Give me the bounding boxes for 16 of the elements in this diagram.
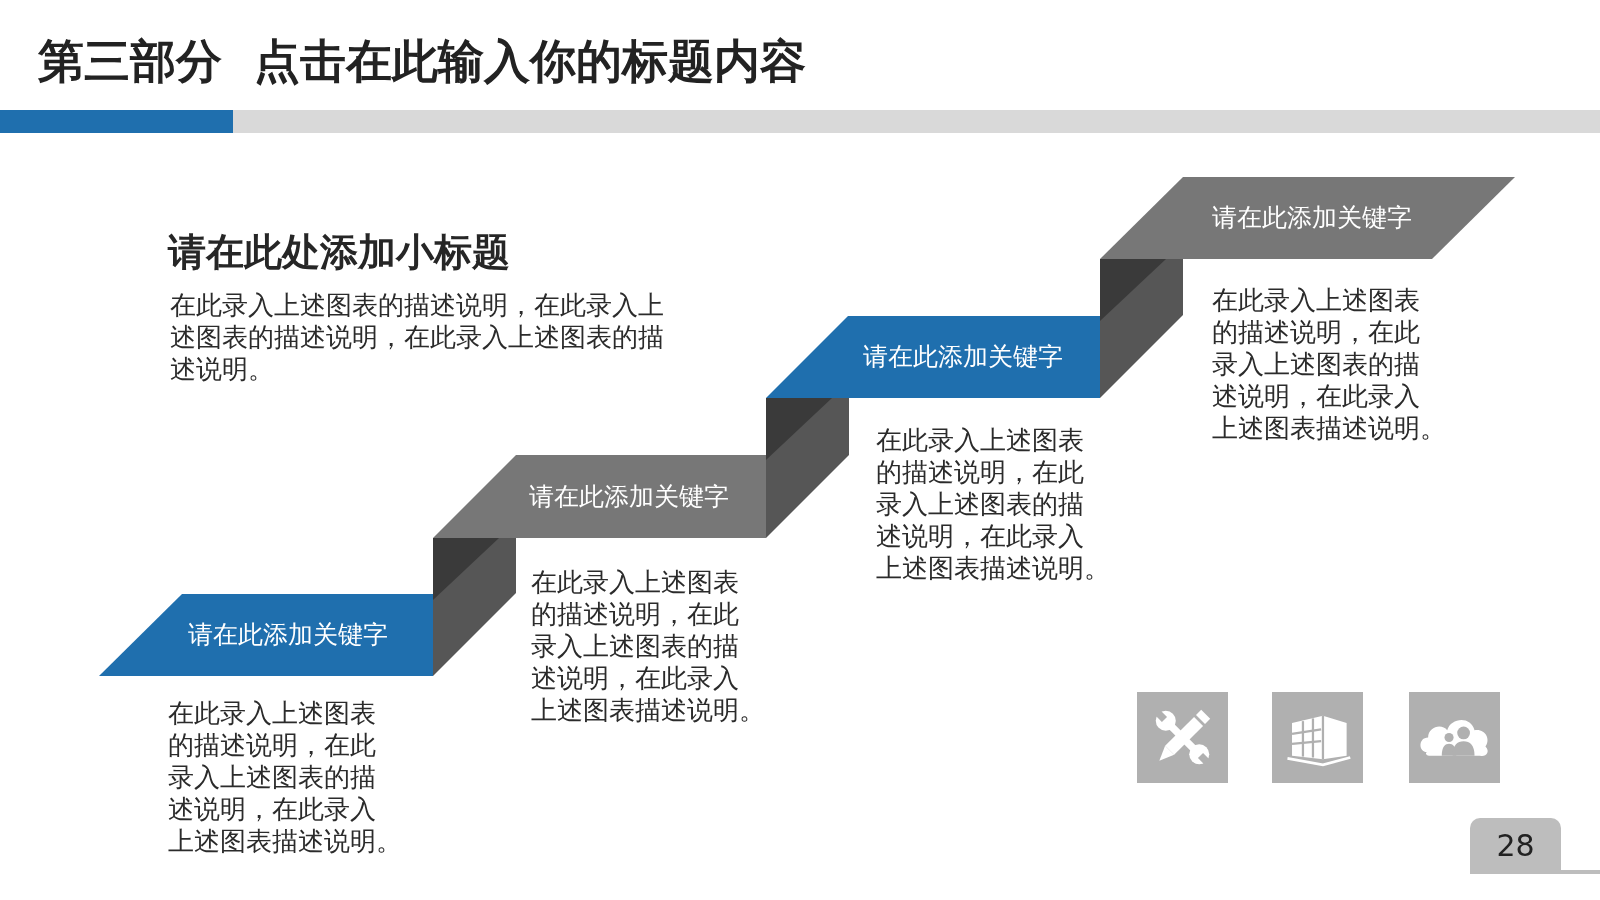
description-text: 在此录入上述图表的描述说明，在此录入上述图表的描述说明，在此录入上述图表描述说明。 xyxy=(531,566,766,726)
keyword-text: 请在此添加关键字 xyxy=(529,480,729,513)
ribbon-step xyxy=(433,455,766,538)
description-text: 在此录入上述图表的描述说明，在此录入上述图表的描述说明，在此录入上述图表的描述说明。 xyxy=(170,289,665,385)
keyword-text: 请在此添加关键字 xyxy=(1212,202,1412,234)
description-text: 在此录入上述图表的描述说明，在此录入上述图表的描述说明，在此录入上述图表描述说明。 xyxy=(876,424,1111,584)
description-text: 在此录入上述图表的描述说明，在此录入上述图表的描述说明，在此录入上述图表描述说明。 xyxy=(1212,284,1447,444)
keyword-text: 请在此添加关键字 xyxy=(863,341,1063,373)
ribbon-step xyxy=(99,594,433,676)
slide-title: 第三部分 点击在此输入你的标题内容 xyxy=(38,34,807,88)
description-text: 在此录入上述图表的描述说明，在此录入上述图表的描述说明，在此录入上述图表描述说明。 xyxy=(168,697,403,857)
subtitle: 请在此处添加小标题 xyxy=(168,229,510,276)
ribbon-step xyxy=(766,316,1100,398)
page-number: 28 xyxy=(1470,818,1561,874)
keyword-text: 请在此添加关键字 xyxy=(188,619,388,651)
ribbon-step xyxy=(1100,177,1515,259)
